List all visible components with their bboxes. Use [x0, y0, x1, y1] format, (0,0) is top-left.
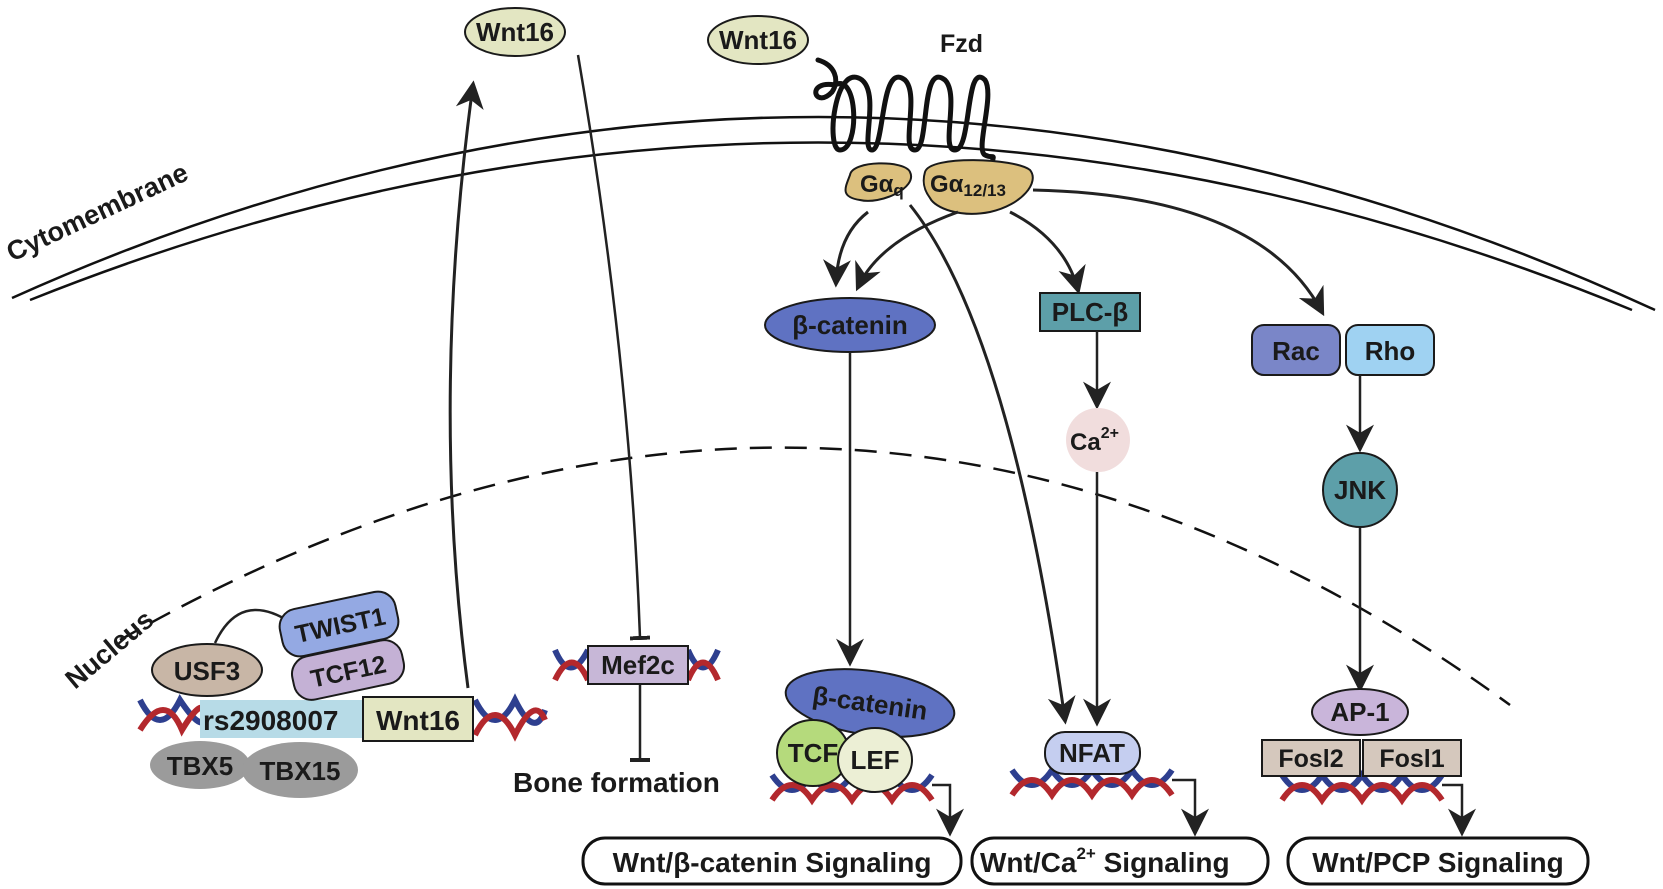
svg-text:Mef2c: Mef2c: [601, 650, 675, 680]
svg-text:Wnt16: Wnt16: [376, 705, 460, 736]
svg-text:Rho: Rho: [1365, 336, 1416, 366]
svg-text:rs2908007: rs2908007: [203, 705, 338, 736]
usf3-factor: [151, 643, 263, 697]
svg-text:TCF: TCF: [788, 738, 839, 768]
calcium-ion: [1066, 408, 1130, 472]
svg-text:Ca2+: Ca2+: [1070, 425, 1119, 456]
galpha-q: [844, 162, 913, 202]
svg-text:Wnt/PCP Signaling: Wnt/PCP Signaling: [1312, 847, 1563, 878]
pathway-pcp-box: [1286, 836, 1590, 886]
svg-text:Gα12/13: Gα12/13: [930, 171, 1006, 200]
lef-factor: [837, 727, 913, 793]
fzd-receptor-icon: [813, 57, 996, 173]
svg-text:NFAT: NFAT: [1059, 738, 1125, 768]
ap1-factor: [1311, 688, 1409, 736]
fosl1-box: [1362, 739, 1462, 777]
rho-box: [1345, 324, 1435, 376]
snp-band: [200, 700, 390, 738]
wnt16-secreted: [464, 7, 566, 57]
svg-text:Rac: Rac: [1272, 336, 1320, 366]
jnk-node: [1322, 452, 1398, 528]
svg-text:USF3: USF3: [174, 656, 240, 686]
tbx5-factor: [150, 741, 250, 789]
svg-text:Wnt/Ca2+ Signaling: Wnt/Ca2+ Signaling: [980, 844, 1230, 878]
svg-text:LEF: LEF: [850, 745, 899, 775]
membrane-inner: [29, 141, 1633, 312]
fosl2-box: [1261, 739, 1361, 777]
fzd-label: Fzd: [940, 30, 983, 58]
dna-helix-mef2c: [552, 648, 721, 682]
svg-text:Fosl2: Fosl2: [1278, 745, 1343, 773]
svg-text:TBX5: TBX5: [167, 751, 233, 781]
nfat-factor: [1044, 731, 1141, 775]
svg-text:Wnt/β-catenin Signaling: Wnt/β-catenin Signaling: [613, 847, 932, 878]
galpha-1213: [922, 159, 1034, 215]
tbx15-factor: [242, 742, 358, 798]
nucleus-envelope: [119, 446, 1511, 707]
pathway-calcium-box: [970, 836, 1270, 886]
plc-beta-box: [1039, 292, 1141, 332]
dna-helix-pcp: [1279, 769, 1445, 806]
svg-text:AP-1: AP-1: [1330, 697, 1389, 727]
svg-text:Gαq: Gαq: [860, 171, 904, 200]
svg-text:β-catenin: β-catenin: [792, 310, 908, 340]
svg-text:Wnt16: Wnt16: [719, 25, 797, 55]
bone-formation-label: Bone formation: [513, 767, 720, 798]
svg-text:JNK: JNK: [1334, 475, 1386, 505]
wnt16-ligand: [707, 15, 809, 65]
svg-text:PLC-β: PLC-β: [1052, 297, 1129, 327]
svg-text:Wnt16: Wnt16: [476, 17, 554, 47]
mef2c-box: [587, 645, 689, 685]
rac-box: [1251, 324, 1341, 376]
pathway-canonical-box: [581, 836, 963, 886]
tcf12-factor: [290, 639, 406, 701]
svg-text:Fosl1: Fosl1: [1379, 745, 1444, 773]
svg-text:TBX15: TBX15: [260, 756, 341, 786]
nucleus-label: Nucleus: [60, 604, 160, 695]
wnt16-gene-box: [362, 696, 474, 742]
